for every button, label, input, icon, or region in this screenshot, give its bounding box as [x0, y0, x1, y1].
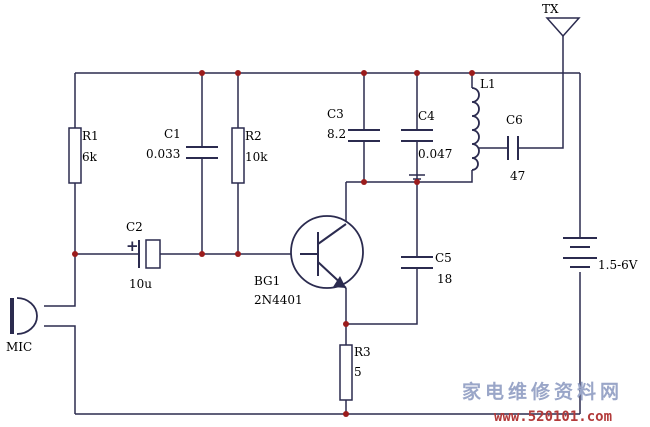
battery-cells: [563, 237, 597, 268]
mic-upper-wire: [44, 254, 76, 307]
l1-inductor: [471, 87, 480, 171]
c2-value-label: 10u: [129, 277, 152, 291]
l1-ref-label: L1: [480, 77, 496, 91]
c4-ref-label: C4: [418, 109, 435, 123]
junction-dot: [235, 70, 241, 76]
junction-dot: [199, 70, 205, 76]
c6-capacitor: [507, 136, 519, 160]
c3-value-label: 8.2: [327, 127, 346, 141]
collector-wire: [346, 170, 473, 183]
c1-capacitor: [186, 146, 218, 159]
junction-dots: [72, 70, 475, 417]
r1-ref-label: R1: [82, 129, 99, 143]
mic-lower-wire: [44, 325, 76, 414]
junction-dot: [414, 179, 420, 185]
c3-capacitor: [348, 129, 380, 142]
junction-dot: [72, 251, 78, 257]
mic-icon: [16, 297, 38, 335]
bg1-part-label: 2N4401: [254, 293, 303, 307]
bg1-ref-label: BG1: [254, 274, 280, 288]
junction-dot: [343, 411, 349, 417]
watermark-url: www.520101.com: [494, 409, 612, 425]
c1-value-label: 0.033: [146, 147, 180, 161]
bg1-emitter-arrow: [333, 276, 346, 288]
c5-value-label: 18: [437, 272, 452, 286]
c5-ref-label: C5: [435, 251, 452, 265]
junction-dot: [361, 179, 367, 185]
battery-value-label: 1.5-6V: [598, 258, 638, 272]
junction-dot: [469, 70, 475, 76]
junction-dot: [361, 70, 367, 76]
c1-ref-label: C1: [164, 127, 181, 141]
watermark-site-name: 家电维修资料网: [462, 380, 623, 403]
antenna-icon: [545, 17, 581, 38]
junction-dot: [235, 251, 241, 257]
capacitor-plates: [138, 129, 519, 269]
c2-plate-negative: [145, 239, 161, 269]
r3-resistor: [339, 344, 353, 401]
c5-capacitor: [401, 256, 433, 269]
r2-resistor: [231, 127, 245, 184]
c6-ref-label: C6: [506, 113, 523, 127]
r3-ref-label: R3: [354, 345, 371, 359]
r3-value-label: 5: [354, 365, 362, 379]
junction-dot: [414, 70, 420, 76]
r2-ref-label: R2: [245, 129, 262, 143]
c3-ref-label: C3: [327, 107, 344, 121]
bg1-transistor-body: [290, 215, 364, 289]
r1-resistor: [68, 127, 82, 184]
mic-label: MIC: [6, 340, 32, 354]
c5-wire: [346, 182, 418, 325]
r1-value-label: 6k: [82, 150, 98, 164]
junction-dot: [199, 251, 205, 257]
c2-ref-label: C2: [126, 220, 143, 234]
antenna-label: TX: [542, 2, 559, 16]
wires: [44, 36, 581, 415]
bg1-transistor-leads: [300, 223, 347, 289]
c6-value-label: 47: [510, 169, 525, 183]
c6-wire: [478, 73, 564, 149]
junction-dot: [343, 321, 349, 327]
c4-value-label: 0.047: [418, 147, 452, 161]
c2-polarity-mark: +: [126, 237, 139, 255]
r2-value-label: 10k: [245, 150, 268, 164]
